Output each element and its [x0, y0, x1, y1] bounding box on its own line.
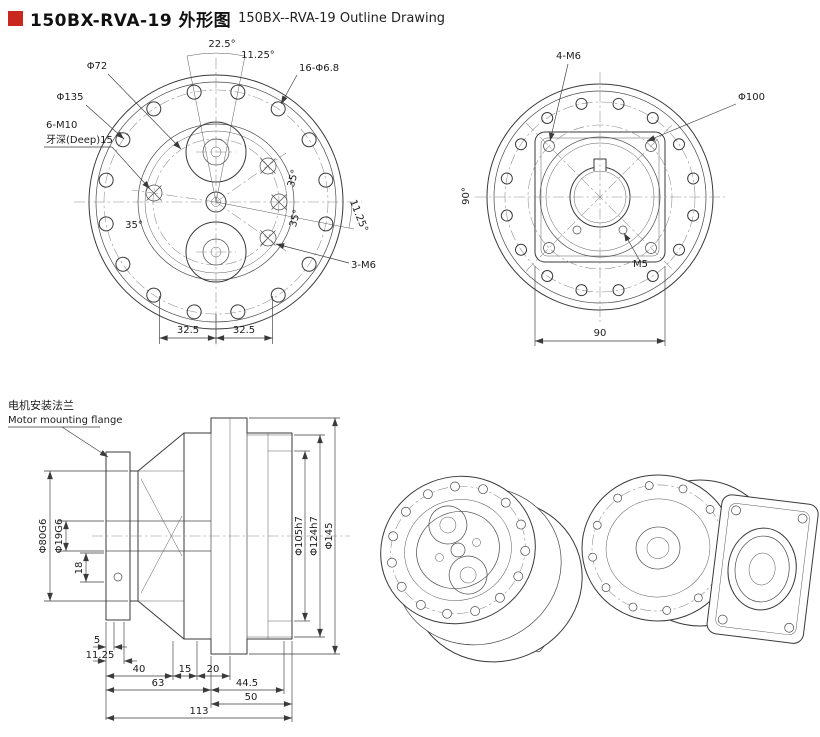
dim-label-50: 50: [245, 692, 258, 703]
dim-label-11-25: 11.25: [86, 650, 115, 661]
drawing-title-en: 150BX--RVA-19 Outline Drawing: [238, 11, 446, 26]
left-dimensions: [44, 470, 128, 602]
rear-m5-hole-left: [572, 225, 582, 235]
dim-label-phi100: Φ100: [738, 92, 765, 103]
dim-label-20: 20: [207, 664, 220, 675]
dim-label-16-phi6-8: 16-Φ6.8: [299, 63, 339, 74]
dim-label-32-5-left: 32.5: [177, 325, 199, 336]
dim-label-18: 18: [74, 562, 85, 575]
dim-label-15: 15: [179, 664, 192, 675]
title-bar: 150BX-RVA-19 外形图 150BX--RVA-19 Outline D…: [8, 6, 445, 31]
leader-4m6: [549, 63, 569, 142]
section-view: 电机安装法兰 Motor mounting flange Φ80G6 Φ19G6…: [8, 398, 350, 722]
dim-label-63: 63: [152, 678, 165, 689]
dim-label-90deg: 90°: [461, 187, 472, 205]
leader-phi135: [85, 104, 125, 140]
iso-b-square-flange: [706, 494, 819, 644]
dim-label-thread-deep: 牙深(Deep)15: [46, 134, 113, 146]
dim-label-phi80g6: Φ80G6: [38, 519, 49, 554]
iso-view-front: [380, 475, 583, 663]
leader-16holes: [280, 74, 298, 105]
leader-motor-flange: [61, 426, 109, 458]
label-motor-flange-en: Motor mounting flange: [8, 415, 122, 426]
leader-phi100: [646, 103, 737, 142]
dim-label-44-5: 44.5: [236, 678, 258, 689]
drawing-title-cn: 150BX-RVA-19 外形图: [30, 11, 232, 31]
dim-label-phi124h7: Φ124h7: [309, 516, 320, 556]
dim-label-4-m6: 4-M6: [556, 51, 581, 62]
rear-view: 4-M6 Φ100 90° M5 90: [461, 51, 765, 346]
dim-label-35deg-right-1: 35°: [286, 168, 301, 188]
rear-m5-hole-right: [618, 225, 628, 235]
dim-label-6-m10: 6-M10: [46, 120, 77, 131]
dim-label-5: 5: [94, 635, 100, 646]
dim-label-35deg-right-2: 35°: [288, 208, 303, 228]
iso-a-face-details: [387, 481, 531, 619]
flange-hole: [113, 572, 123, 582]
dim-label-phi19g6: Φ19G6: [54, 519, 65, 554]
dim-label-40: 40: [133, 664, 146, 675]
front-view: 22.5° 11.25° Φ72 Φ135 16-Φ6.8 6-M10 牙深(D…: [44, 39, 376, 346]
dim-label-35deg-left: 35°: [125, 220, 143, 231]
title-marker-icon: [8, 11, 23, 26]
right-dimensions: [249, 417, 340, 655]
rear-bottom-dimension: [534, 266, 666, 346]
dim-label-phi145: Φ145: [324, 523, 335, 550]
dim-label-11-25deg-top: 11.25°: [241, 50, 275, 61]
dim-label-90: 90: [594, 328, 607, 339]
dim-label-113: 113: [189, 706, 208, 717]
dim-label-phi135: Φ135: [57, 92, 84, 103]
front-bottom-dimension: [159, 296, 273, 344]
dim-label-32-5-right: 32.5: [233, 325, 255, 336]
iso-view-rear: [581, 474, 819, 644]
dim-label-m5: M5: [633, 259, 648, 270]
leader-6m10: [111, 146, 151, 190]
leader-phi72: [107, 73, 182, 150]
dim-label-3-m6: 3-M6: [351, 260, 376, 271]
label-motor-flange-cn: 电机安装法兰: [8, 398, 74, 412]
leader-m5: [623, 232, 641, 262]
dim-label-22-5deg: 22.5°: [208, 39, 235, 50]
dim-label-phi72: Φ72: [87, 61, 108, 72]
iso-b-face-details: [588, 481, 728, 615]
dim-label-phi105h7: Φ105h7: [294, 516, 305, 556]
bottom-dimensions: [93, 622, 293, 722]
leader-3m6: [275, 243, 350, 264]
